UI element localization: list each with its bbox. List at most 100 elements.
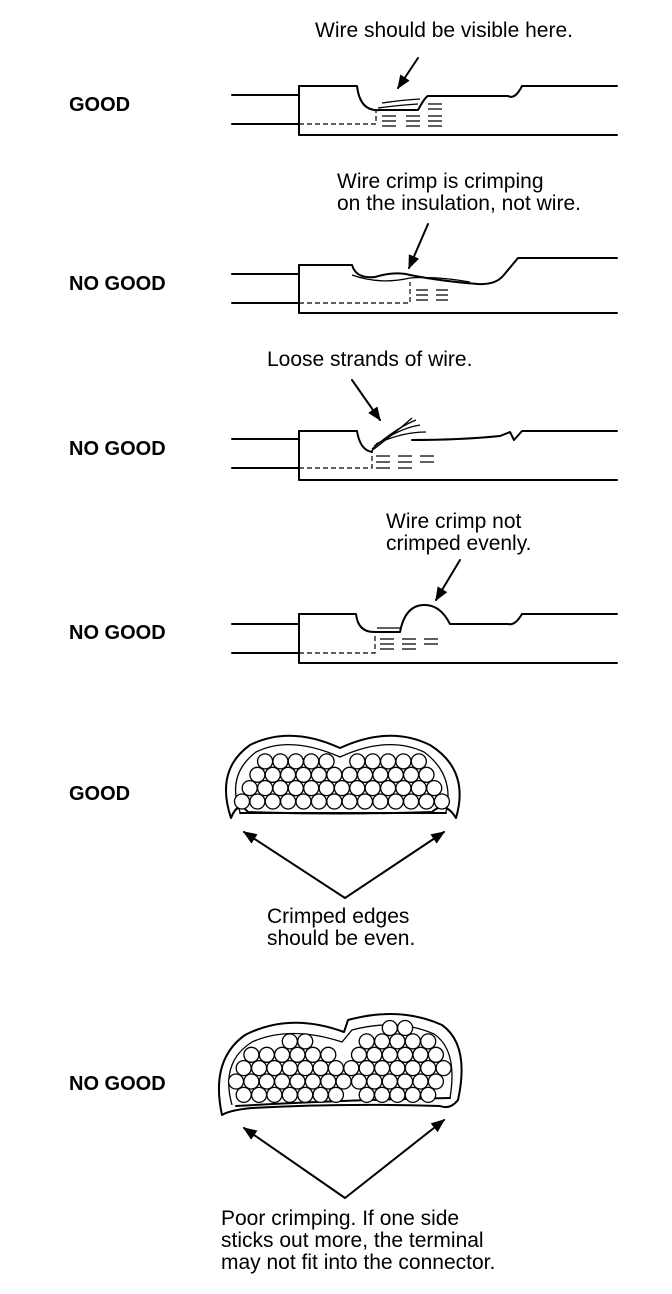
side-view-good [231, 57, 618, 136]
wire-strand [402, 766, 420, 783]
side-view-loose-strands [231, 379, 618, 481]
wire-strand [258, 1073, 275, 1090]
wire-strand [273, 1046, 291, 1063]
wire-strand [372, 793, 389, 810]
wire-strand [373, 1086, 391, 1104]
wire-strand [402, 793, 420, 810]
wire-strand [279, 793, 297, 810]
wire-strand [272, 753, 289, 770]
wire-strand [356, 793, 374, 810]
wire-strand [426, 779, 443, 797]
note-5: Crimped edges should be even. [267, 905, 416, 950]
wire-strand [435, 1059, 452, 1077]
wire-strand [420, 1086, 437, 1104]
wire-strand [310, 766, 328, 783]
wire-strand [373, 1059, 391, 1077]
wire-strand [318, 753, 335, 770]
wire-strand [381, 1073, 398, 1090]
wire-strand [381, 1046, 398, 1063]
status-label-3: NO GOOD [69, 438, 166, 460]
wire-strand [341, 766, 358, 783]
wire-strand [303, 753, 320, 770]
wire-strand [358, 1059, 375, 1077]
status-label-5: GOOD [69, 783, 131, 805]
wire-strand [373, 1033, 391, 1050]
note-2: Wire crimp is crimping on the insulation… [337, 170, 581, 215]
wire-strand [412, 1073, 429, 1090]
wire-strand [404, 1033, 421, 1050]
side-view-uneven-crimp [231, 559, 618, 664]
wire-strand [264, 793, 281, 810]
wire-strand [389, 1086, 406, 1104]
wire-strand [372, 766, 389, 783]
wire-strand [420, 1033, 437, 1050]
wire-strand [326, 793, 343, 810]
wire-strand [395, 753, 412, 770]
wire-strand [387, 793, 404, 810]
wire-strand [295, 766, 312, 783]
wire-strand [297, 1033, 314, 1050]
wire-strand [364, 779, 381, 797]
wire-strand [418, 766, 435, 783]
wire-strand [320, 1073, 337, 1090]
wire-strand [241, 779, 258, 797]
status-label-2: NO GOOD [69, 273, 166, 295]
wire-strand [396, 1046, 414, 1063]
wire-strand [281, 1033, 298, 1050]
wire-strand [256, 779, 274, 797]
wire-strand [349, 779, 366, 797]
note-1: Wire should be visible here. [315, 19, 573, 42]
wire-strand [427, 1073, 445, 1090]
wire-strand [327, 1059, 345, 1077]
wire-strand [404, 1059, 421, 1077]
wire-strand [243, 1073, 260, 1090]
wire-strand [243, 1046, 260, 1063]
wire-strand [266, 1086, 283, 1104]
wire-strand [350, 1046, 368, 1063]
wire-strand [387, 766, 404, 783]
note-3: Loose strands of wire. [267, 348, 473, 371]
wire-strand [258, 1046, 275, 1063]
wire-strand [343, 1059, 360, 1077]
status-label-1: GOOD [69, 94, 131, 116]
wire-strand [233, 793, 251, 810]
wire-strand [395, 779, 412, 797]
status-label-4: NO GOOD [69, 622, 166, 644]
wire-strand [350, 1073, 368, 1090]
cross-section-good [224, 734, 461, 899]
wire-strand [318, 779, 335, 797]
wire-strand [420, 1059, 437, 1077]
wire-strand [412, 1046, 429, 1063]
wire-strand [410, 779, 427, 797]
wire-strand [249, 793, 266, 810]
wire-strand [266, 1059, 283, 1077]
wire-strand [427, 1046, 445, 1063]
wire-strand [364, 753, 381, 770]
wire-strand [287, 753, 304, 770]
wire-strand [404, 1086, 421, 1104]
wire-strand [327, 1086, 345, 1104]
wire-strand [396, 1073, 414, 1090]
wire-strand [335, 1073, 352, 1090]
wire-strand [295, 793, 312, 810]
note-4: Wire crimp not crimped evenly. [386, 510, 532, 555]
wire-strand [289, 1073, 306, 1090]
note-6: Poor crimping. If one side sticks out mo… [221, 1207, 496, 1274]
wire-strand [433, 793, 451, 810]
wire-strand [256, 753, 274, 770]
wire-strand [249, 766, 266, 783]
wire-strand [341, 793, 358, 810]
wire-strand [379, 753, 397, 770]
status-label-6: NO GOOD [69, 1073, 166, 1095]
wire-strand [358, 1033, 375, 1050]
wire-strand [289, 1046, 306, 1063]
wire-strand [366, 1073, 383, 1090]
wire-strand [250, 1059, 268, 1077]
wire-strand [418, 793, 435, 810]
wire-strand [379, 779, 397, 797]
wire-strand [235, 1059, 252, 1077]
wire-strand [235, 1086, 252, 1104]
wire-strand [312, 1086, 329, 1104]
side-view-insulation-crimp [231, 223, 618, 314]
